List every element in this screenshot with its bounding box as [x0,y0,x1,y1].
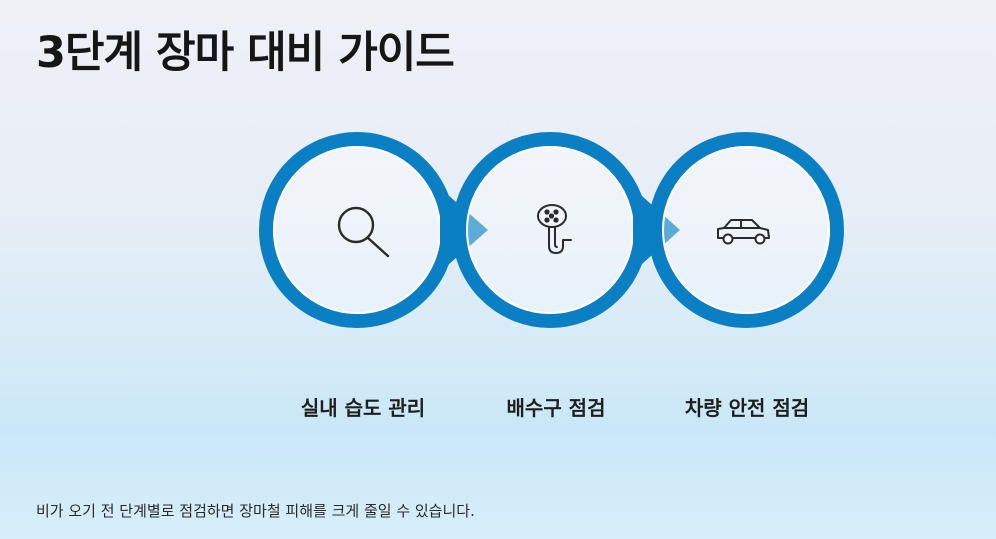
step-label-1: 실내 습도 관리 [300,396,426,420]
step-label-3: 차량 안전 점검 [684,396,810,420]
step-ring-1 [259,132,488,328]
search-icon [337,206,390,258]
page-title: 3단계 장마 대비 가이드 [36,28,455,78]
step-ring-3 [648,132,844,328]
car-icon [717,219,770,245]
step-label-2: 배수구 점검 [506,396,606,420]
step-ring-2 [452,132,680,328]
footer-note: 비가 오기 전 단계별로 점검하면 장마철 피해를 크게 줄일 수 있습니다. [36,502,475,520]
drain-pipe-icon [537,204,572,254]
